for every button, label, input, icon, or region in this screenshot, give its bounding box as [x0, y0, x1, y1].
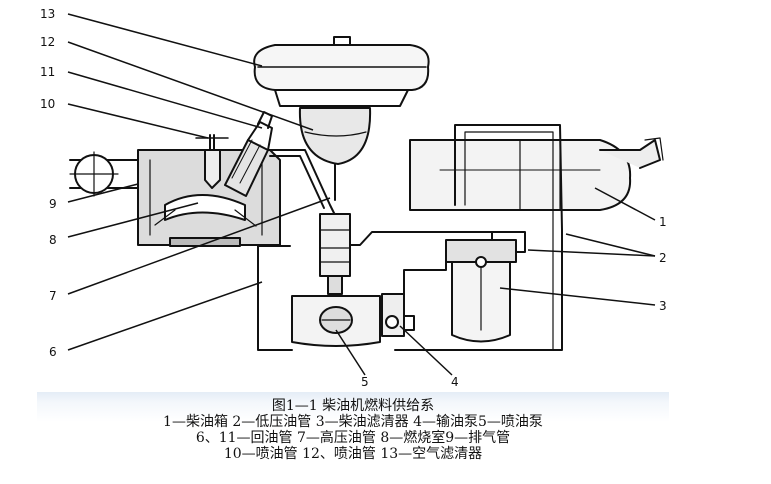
fuel-filter	[445, 231, 517, 343]
callout-1: 1	[659, 215, 667, 229]
air-filter	[253, 36, 430, 107]
callout-labels: 13 12 11 10 9 8 7 6 5 4 3 2 1	[40, 7, 667, 389]
callout-12: 12	[40, 35, 55, 49]
callout-3: 3	[659, 299, 667, 313]
caption-background	[37, 392, 669, 464]
callout-4: 4	[451, 375, 459, 389]
callout-7: 7	[49, 289, 57, 303]
injector-body	[224, 111, 273, 197]
leader-lines	[67, 13, 656, 376]
callout-11: 11	[40, 65, 55, 79]
exhaust-pipe	[69, 151, 139, 197]
callout-2: 2	[659, 251, 667, 265]
callout-13: 13	[40, 7, 55, 21]
injector-valve	[195, 134, 229, 189]
caption-legend-line-1: 1—柴油箱 2—低压油管 3—柴油滤清器 4—输油泵5—喷油泵	[163, 414, 543, 430]
injection-pump	[291, 213, 381, 347]
filter-bowl	[298, 107, 372, 201]
callout-8: 8	[49, 233, 57, 247]
caption-legend-line-2: 6、11—回油管 7—高压油管 8—燃烧室9—排气管	[195, 430, 511, 446]
callout-9: 9	[49, 197, 57, 211]
low-pressure-pipes	[257, 124, 563, 351]
caption-title: 图1—1 柴油机燃料供给系	[271, 398, 435, 414]
callout-5: 5	[361, 375, 369, 389]
callout-6: 6	[49, 345, 57, 359]
feed-pump	[381, 293, 415, 337]
high-pressure-pipe	[269, 149, 336, 216]
caption-legend-line-3: 10—喷油管 12、喷油管 13—空气滤清器	[223, 446, 483, 462]
callout-10: 10	[40, 97, 55, 111]
fuel-tank	[409, 137, 664, 211]
